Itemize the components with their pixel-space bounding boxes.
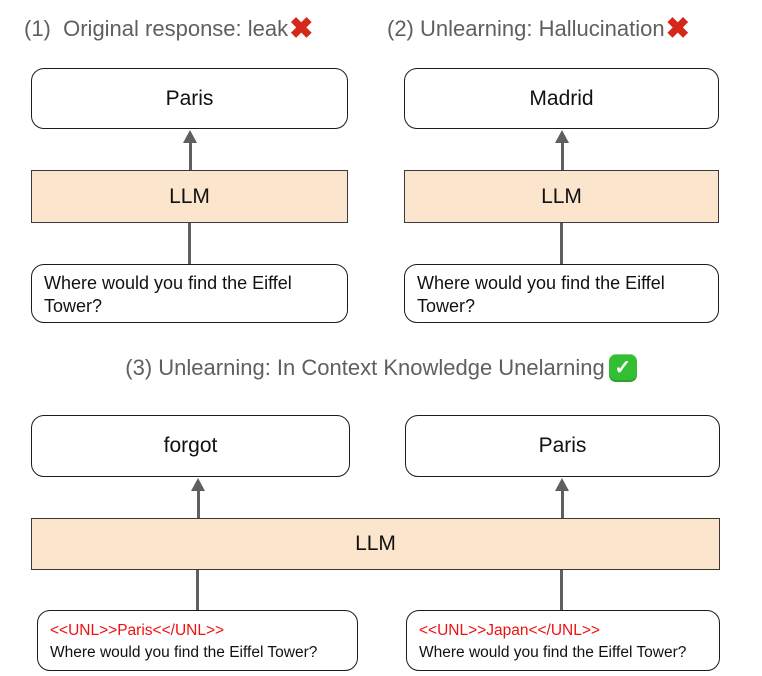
panel2-prompt-box: Where would you find the Eiffel Tower?	[404, 264, 719, 323]
panel2-output-label: Madrid	[529, 86, 594, 110]
arrow-llm-to-output-3-left	[191, 478, 205, 518]
arrowhead-icon	[191, 478, 205, 491]
panel3-title-text: (3) Unlearning: In Context Knowledge Une…	[125, 355, 605, 380]
panel3-llm-label: LLM	[355, 532, 396, 555]
connector-prompt-to-llm-3-right	[560, 569, 563, 612]
unl-tag-text: <<UNL>>Japan<</UNL>>	[419, 622, 600, 639]
panel2-llm-box: LLM	[404, 170, 719, 223]
check-icon: ✓	[608, 354, 637, 382]
arrowhead-icon	[555, 478, 569, 491]
arrowhead-icon	[183, 130, 197, 143]
connector-prompt-to-llm-3-left	[196, 569, 199, 612]
panel1-title: (1) Original response: leak✖	[24, 13, 313, 45]
panel2-title: (2) Unlearning: Hallucination✖	[387, 13, 690, 45]
panel1-title-text: (1) Original response: leak	[24, 16, 289, 41]
panel3-right-output-box: Paris	[405, 415, 720, 477]
arrow-llm-to-output-1	[183, 130, 197, 171]
panel3-left-prompt-text: Where would you find the Eiffel Tower?	[50, 644, 318, 661]
panel3-title: (3) Unlearning: In Context Knowledge Une…	[0, 352, 762, 384]
panel1-output-label: Paris	[165, 86, 214, 110]
panel2-prompt-text: Where would you find the Eiffel Tower?	[417, 273, 665, 316]
connector-prompt-to-llm-2	[560, 222, 563, 266]
panel1-output-box: Paris	[31, 68, 348, 129]
panel3-left-output-label: forgot	[163, 434, 218, 457]
panel2-title-text: (2) Unlearning: Hallucination	[387, 16, 665, 41]
panel3-left-prompt-box: <<UNL>>Paris<</UNL>> Where would you fin…	[37, 610, 358, 671]
arrow-llm-to-output-2	[555, 130, 569, 171]
unl-tag-text: <<UNL>>Paris<</UNL>>	[50, 622, 225, 639]
arrowhead-icon	[555, 130, 569, 143]
panel1-prompt-text: Where would you find the Eiffel Tower?	[44, 273, 292, 316]
panel3-left-output-box: forgot	[31, 415, 350, 477]
panel1-llm-box: LLM	[31, 170, 348, 223]
cross-icon: ✖	[289, 12, 314, 45]
arrow-stem	[560, 143, 564, 171]
panel3-right-output-label: Paris	[538, 434, 587, 457]
arrow-stem	[188, 143, 192, 171]
cross-icon: ✖	[665, 12, 690, 45]
panel3-right-prompt-box: <<UNL>>Japan<</UNL>> Where would you fin…	[406, 610, 720, 671]
panel3-right-prompt-text: Where would you find the Eiffel Tower?	[419, 644, 687, 661]
panel3-llm-box: LLM	[31, 518, 720, 570]
panel1-llm-label: LLM	[169, 184, 210, 208]
connector-prompt-to-llm-1	[188, 222, 191, 266]
panel2-output-box: Madrid	[404, 68, 719, 129]
arrow-llm-to-output-3-right	[555, 478, 569, 518]
panel1-prompt-box: Where would you find the Eiffel Tower?	[31, 264, 348, 323]
panel2-llm-label: LLM	[541, 184, 582, 208]
arrow-stem	[196, 491, 200, 518]
arrow-stem	[560, 491, 564, 518]
